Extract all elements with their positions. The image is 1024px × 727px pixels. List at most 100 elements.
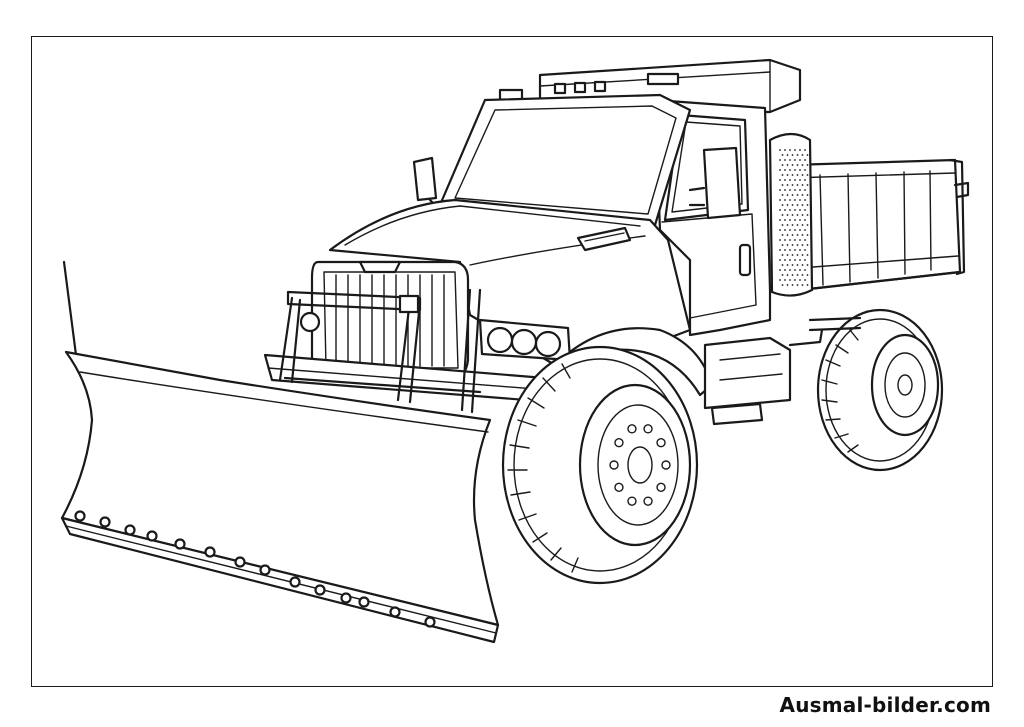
texture-dot bbox=[781, 264, 784, 266]
texture-dot bbox=[784, 179, 786, 181]
plow-blade bbox=[60, 260, 500, 644]
lug-nut bbox=[609, 460, 619, 470]
plow-bolt bbox=[204, 546, 216, 558]
air-filter-dots bbox=[779, 149, 809, 286]
texture-dot bbox=[799, 259, 801, 261]
texture-dot bbox=[779, 159, 781, 161]
texture-dot bbox=[794, 159, 796, 161]
texture-dot bbox=[791, 224, 794, 226]
texture-dot bbox=[799, 269, 801, 271]
texture-dot bbox=[789, 159, 791, 161]
texture-dot bbox=[801, 194, 804, 196]
texture-dot bbox=[801, 184, 804, 186]
texture-dot bbox=[784, 159, 786, 161]
texture-dot bbox=[806, 204, 809, 206]
plow-mount bbox=[278, 288, 482, 414]
texture-dot bbox=[784, 189, 786, 191]
texture-dot bbox=[784, 259, 786, 261]
texture-dot bbox=[789, 209, 791, 211]
texture-dot bbox=[781, 194, 784, 196]
site-watermark: Ausmal-bilder.com bbox=[779, 693, 991, 717]
plow-bolt bbox=[124, 524, 136, 536]
texture-dot bbox=[801, 274, 804, 276]
texture-dot bbox=[784, 269, 786, 271]
texture-dot bbox=[806, 234, 809, 236]
texture-dot bbox=[789, 199, 791, 201]
texture-dot bbox=[799, 239, 801, 241]
texture-dot bbox=[806, 184, 809, 186]
texture-dot bbox=[801, 254, 804, 256]
texture-dot bbox=[781, 254, 784, 256]
texture-dot bbox=[794, 249, 796, 251]
lug-nut bbox=[627, 424, 637, 434]
lug-nut bbox=[656, 482, 666, 493]
texture-dot bbox=[794, 189, 796, 191]
texture-dot bbox=[806, 154, 809, 156]
texture-dot bbox=[806, 224, 809, 226]
texture-dot bbox=[779, 269, 781, 271]
texture-dot bbox=[784, 279, 786, 281]
texture-dot bbox=[806, 194, 809, 196]
lug-nut bbox=[614, 437, 624, 448]
texture-dot bbox=[781, 274, 784, 276]
texture-dot bbox=[789, 169, 791, 171]
texture-dot bbox=[796, 214, 799, 216]
texture-dot bbox=[791, 184, 794, 186]
plow-bolt bbox=[358, 596, 370, 608]
lug-nut bbox=[627, 496, 637, 506]
texture-dot bbox=[794, 149, 796, 151]
texture-dot bbox=[804, 189, 806, 191]
texture-dot bbox=[779, 169, 781, 171]
texture-dot bbox=[799, 149, 801, 151]
texture-dot bbox=[796, 174, 799, 176]
texture-dot bbox=[804, 229, 806, 231]
headlights bbox=[299, 311, 572, 362]
grille bbox=[263, 260, 554, 404]
texture-dot bbox=[781, 244, 784, 246]
texture-dot bbox=[786, 154, 789, 156]
texture-dot bbox=[799, 179, 801, 181]
texture-dot bbox=[789, 219, 791, 221]
texture-dot bbox=[784, 229, 786, 231]
texture-dot bbox=[804, 199, 806, 201]
texture-dot bbox=[804, 269, 806, 271]
texture-dot bbox=[794, 199, 796, 201]
texture-dot bbox=[804, 149, 806, 151]
texture-dot bbox=[794, 209, 796, 211]
texture-dot bbox=[779, 279, 781, 281]
texture-dot bbox=[784, 219, 786, 221]
texture-dot bbox=[786, 274, 789, 276]
texture-dot bbox=[786, 224, 789, 226]
plow-bolt bbox=[174, 538, 186, 550]
texture-dot bbox=[786, 244, 789, 246]
texture-dot bbox=[794, 259, 796, 261]
texture-dot bbox=[794, 179, 796, 181]
lug-nut bbox=[614, 482, 624, 493]
texture-dot bbox=[779, 259, 781, 261]
texture-dot bbox=[801, 164, 804, 166]
dump-bed bbox=[788, 158, 970, 292]
texture-dot bbox=[796, 204, 799, 206]
plow-bolt bbox=[259, 564, 271, 576]
lug-nut bbox=[656, 437, 666, 448]
texture-dot bbox=[801, 224, 804, 226]
texture-dot bbox=[804, 239, 806, 241]
texture-dot bbox=[806, 264, 809, 266]
texture-dot bbox=[789, 259, 791, 261]
plow-bolt bbox=[314, 584, 326, 596]
texture-dot bbox=[784, 239, 786, 241]
texture-dot bbox=[796, 224, 799, 226]
texture-dot bbox=[789, 249, 791, 251]
texture-dot bbox=[781, 214, 784, 216]
texture-dot bbox=[786, 194, 789, 196]
lug-nut bbox=[643, 496, 653, 506]
front-wheel bbox=[501, 345, 699, 585]
texture-dot bbox=[784, 209, 786, 211]
texture-dot bbox=[789, 239, 791, 241]
texture-dot bbox=[801, 234, 804, 236]
texture-dot bbox=[796, 154, 799, 156]
texture-dot bbox=[779, 219, 781, 221]
texture-dot bbox=[784, 199, 786, 201]
texture-dot bbox=[796, 234, 799, 236]
texture-dot bbox=[794, 169, 796, 171]
